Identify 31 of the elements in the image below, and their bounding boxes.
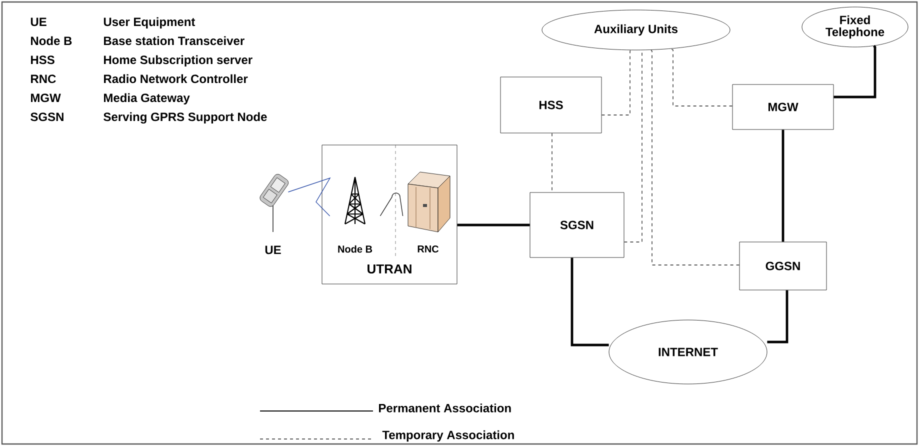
definition: Serving GPRS Support Node <box>104 112 267 124</box>
abbreviation: HSS <box>31 56 54 64</box>
abbreviation: Node B <box>31 36 72 46</box>
definition: Home Subscription server <box>104 55 252 66</box>
legend-item: Permanent Association <box>260 404 511 412</box>
connector-line <box>457 224 530 226</box>
connector-line <box>650 49 740 266</box>
connector-line <box>767 290 788 344</box>
definition: Radio Network Controller <box>104 74 248 84</box>
connector-line <box>570 258 609 346</box>
node-label: RNC <box>418 245 439 253</box>
legend-item: Temporary Association <box>260 430 514 442</box>
definition: Media Gateway <box>104 93 190 104</box>
connector-line <box>601 50 631 116</box>
wireless-link <box>288 177 331 216</box>
node-box: GGSN <box>739 242 827 290</box>
device-label: UE <box>265 246 281 254</box>
connector-line <box>380 192 404 216</box>
abbreviation: UE <box>30 18 46 26</box>
abbreviation: SGSN <box>30 112 64 122</box>
node-box: SGSN <box>530 192 624 258</box>
connector-line <box>670 48 733 106</box>
node-label: Node B <box>338 245 372 253</box>
definition: Base station Transceiver <box>104 36 244 46</box>
connector-line <box>782 130 784 242</box>
node-box: MGW <box>732 84 834 130</box>
connector-line <box>834 45 876 98</box>
abbreviation: MGW <box>31 94 61 102</box>
definition: User Equipment <box>104 17 196 28</box>
node-box: HSS <box>500 76 602 134</box>
abbreviation: RNC <box>31 74 56 84</box>
